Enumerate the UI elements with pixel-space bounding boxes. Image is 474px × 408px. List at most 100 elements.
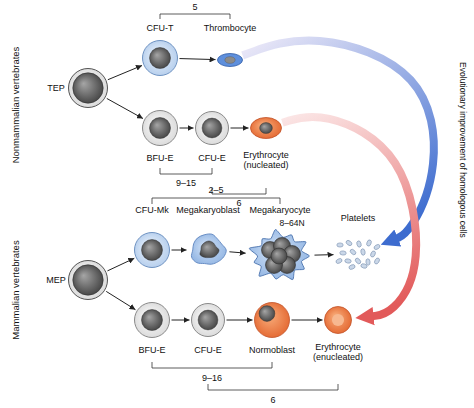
cell-shape	[134, 232, 170, 268]
group-label: Mammalian vertebrates	[11, 240, 21, 339]
cell-shape	[142, 40, 178, 76]
duration-number: 2–5	[208, 185, 223, 195]
cell-part	[366, 239, 372, 246]
differentiation-arrow	[229, 252, 245, 253]
cell-part	[348, 264, 356, 270]
cell-part	[332, 314, 344, 326]
cell-label: Megakaryocyte	[249, 205, 310, 215]
cell-label: TEP	[47, 83, 65, 93]
cell-part	[135, 303, 170, 338]
erythrocyte-cell: Erythrocyte (enucleated)	[324, 306, 352, 334]
cell-label: Thrombocyte	[204, 23, 257, 33]
cell-part	[198, 310, 218, 330]
cell-part	[142, 240, 163, 261]
ploidy-note: 8–64N	[279, 218, 304, 228]
cell-part	[370, 250, 377, 258]
cell-part	[202, 118, 222, 138]
cell-part	[73, 73, 103, 103]
duration-number: 9–15	[176, 178, 196, 188]
cell-part	[69, 69, 108, 108]
cell-shape	[68, 260, 108, 300]
cell-shape	[188, 232, 228, 268]
cell-label: CFU-T	[147, 23, 174, 33]
progenitor-cell: CFU-T	[142, 40, 178, 76]
cell-label: MEP	[46, 275, 66, 285]
cell-part	[192, 304, 225, 337]
cell-label: Platelets	[341, 213, 376, 223]
cell-part	[135, 233, 170, 268]
megakaryocyte-cell: Megakaryocyte	[247, 228, 313, 284]
cell-part	[150, 48, 171, 69]
cell-part	[337, 243, 343, 247]
stem-cell: TEP	[68, 68, 108, 108]
cell-shape	[247, 228, 313, 284]
progenitor-cell: CFU-E	[195, 111, 229, 145]
differentiation-arrow	[179, 59, 215, 60]
cell-part	[249, 230, 309, 280]
cell-label: BFU-E	[147, 153, 174, 163]
cell-shape	[195, 111, 229, 145]
cell-shape	[335, 239, 381, 269]
differentiation-arrow	[231, 128, 249, 129]
normoblast-cell: Normoblast	[254, 302, 290, 338]
cell-label: CFU-Mk	[135, 205, 169, 215]
cell-label: Erythrocyte (enucleated)	[308, 342, 368, 362]
cell-part	[143, 41, 178, 76]
cell-part	[255, 303, 290, 338]
thrombocyte-cell: Thrombocyte	[217, 53, 243, 67]
group-label: Nonmammalian vertebrates	[11, 47, 21, 164]
differentiation-arrow	[292, 320, 323, 321]
bracket	[152, 198, 280, 204]
cell-part	[356, 240, 362, 247]
cell-part	[150, 118, 171, 139]
progenitor-cell: CFU-Mk	[134, 232, 170, 268]
bracket	[152, 362, 272, 368]
cell-part	[69, 261, 108, 300]
evolution-arrow	[282, 117, 416, 316]
progenitor-cell: CFU-E	[191, 303, 225, 337]
duration-number: 9–16	[202, 373, 222, 383]
cell-part	[360, 263, 367, 269]
cell-part	[271, 248, 287, 264]
progenitor-cell: BFU-E	[134, 302, 170, 338]
differentiation-arrow	[106, 291, 135, 309]
progenitor-cell: BFU-E	[142, 110, 178, 146]
cell-part	[259, 306, 275, 322]
differentiation-arrow	[107, 258, 134, 271]
cell-part	[360, 248, 365, 255]
cell-shape	[324, 306, 352, 334]
cell-label: Megakaryoblast	[176, 205, 240, 215]
differentiation-arrow	[108, 66, 142, 80]
cell-part	[349, 248, 357, 255]
bracket	[160, 14, 230, 19]
differentiation-arrow	[172, 250, 187, 251]
differentiation-arrow	[172, 320, 190, 321]
duration-number: 6	[236, 198, 241, 208]
cell-part	[200, 241, 219, 258]
duration-number: 6	[270, 395, 275, 405]
bracket	[208, 384, 338, 390]
evolution-arrow	[243, 40, 434, 238]
cell-part	[225, 57, 235, 64]
cell-part	[344, 258, 351, 263]
stem-cell: MEP	[68, 260, 108, 300]
cell-part	[142, 310, 163, 331]
cell-part	[345, 239, 353, 246]
cell-shape	[68, 68, 108, 108]
cell-part	[191, 234, 226, 264]
cell-part	[340, 251, 347, 256]
cell-part	[374, 257, 381, 265]
cell-part	[335, 258, 343, 265]
differentiation-arrow	[227, 320, 253, 321]
cell-shape	[191, 303, 225, 337]
evolution-note: Evolutionary improvement of homologous c…	[458, 62, 468, 238]
differentiation-arrow	[107, 98, 143, 118]
differentiation-arrow	[180, 128, 194, 129]
brackets	[152, 14, 338, 390]
cell-part	[325, 307, 352, 334]
cell-part	[196, 112, 229, 145]
cell-part	[143, 111, 178, 146]
cell-part	[218, 54, 243, 67]
cell-label: Normoblast	[249, 345, 295, 355]
